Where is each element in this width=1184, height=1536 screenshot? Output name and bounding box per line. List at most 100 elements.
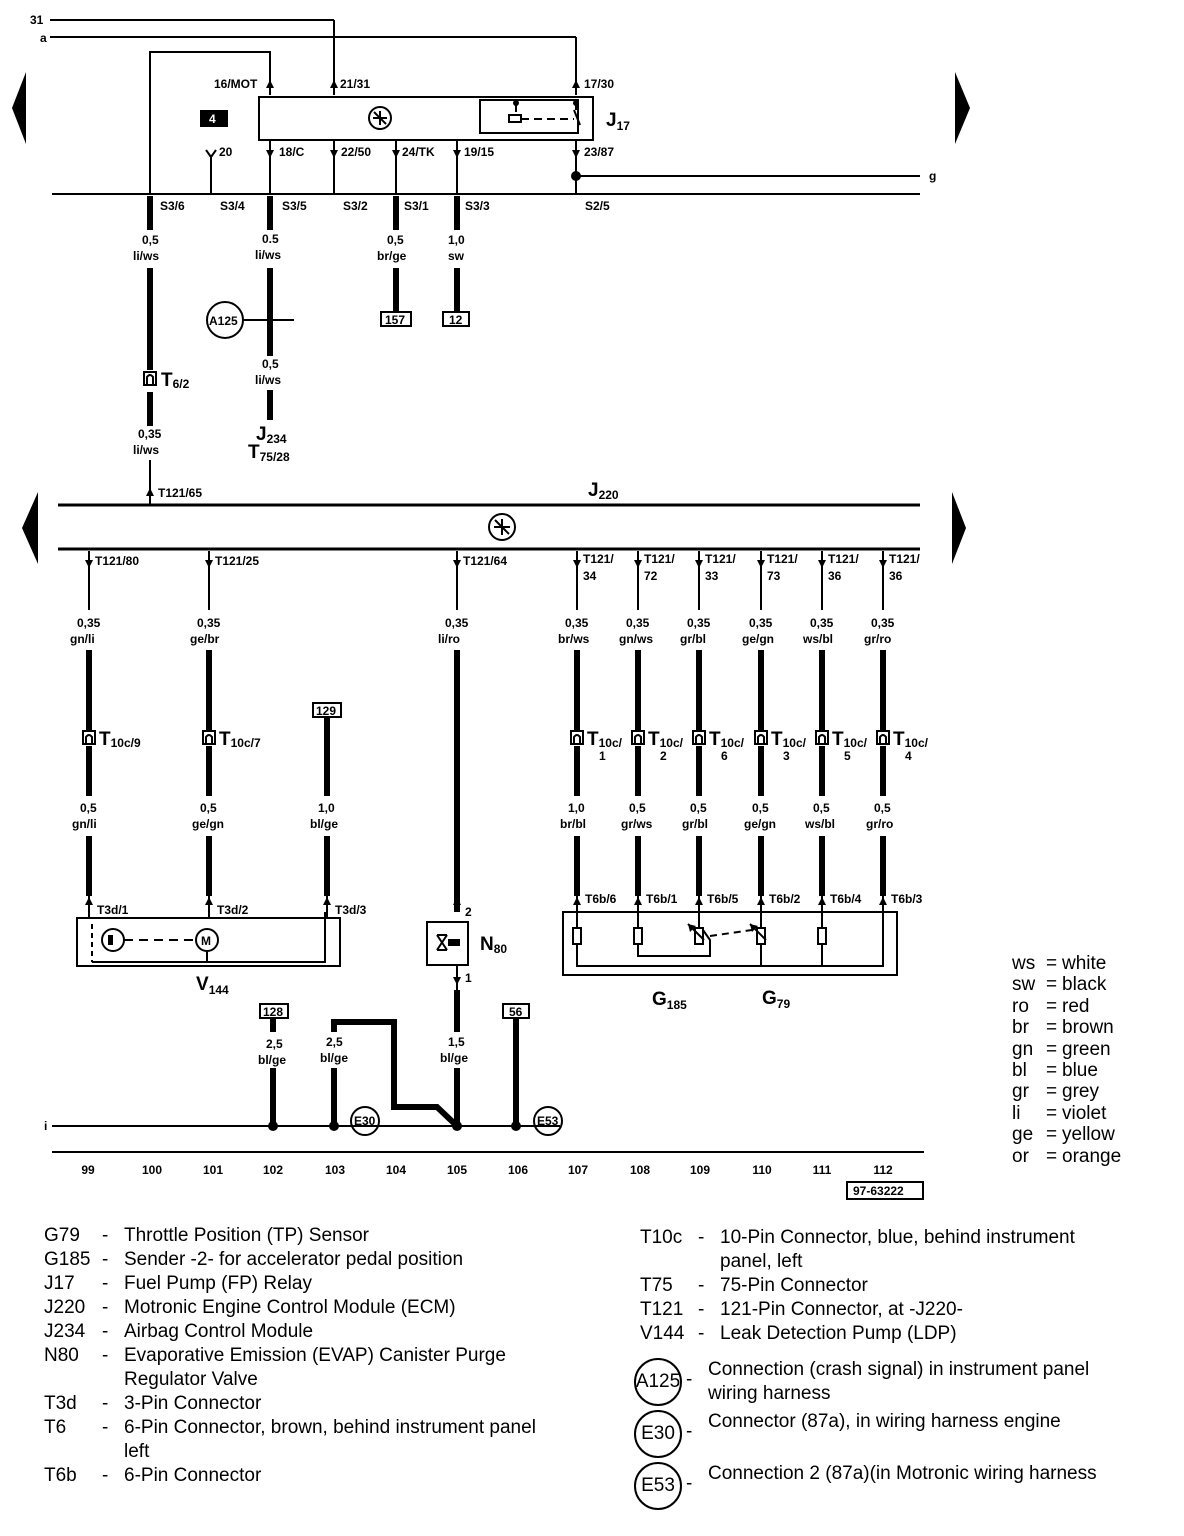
wire-mid-color-2: li/ro xyxy=(438,632,460,646)
legend-code: G185 xyxy=(44,1249,91,1270)
color-abbr: ge xyxy=(1012,1124,1034,1146)
wire-n80-size: 1,5 xyxy=(448,1035,465,1049)
pin-t121-65: T121/65 xyxy=(158,486,202,500)
color-name: brown xyxy=(1062,1017,1114,1039)
pin-T121--6: T121/ xyxy=(767,552,798,566)
e30-connector-icon xyxy=(350,1106,380,1136)
prev-page-arrow-lower-icon[interactable] xyxy=(22,492,38,564)
wire-low-size-5: 0,5 xyxy=(690,801,707,815)
color-abbr: or xyxy=(1012,1145,1029,1167)
pin-T121--5: T121/ xyxy=(705,552,736,566)
equals-sign: = xyxy=(1046,995,1058,1017)
wire-s36-color: li/ws xyxy=(133,249,159,263)
legend-row: T10c-10-Pin Connector, blue, behind inst… xyxy=(640,1226,1180,1274)
pin-18-c: 18/C xyxy=(279,145,305,159)
t10c-pin-6: 5 xyxy=(844,749,851,763)
t10c-pin-3: 2 xyxy=(660,749,667,763)
pin-line2-5: 33 xyxy=(705,569,719,583)
track-105: 105 xyxy=(447,1163,467,1177)
color-legend-row: ge =yellow xyxy=(1012,1124,1121,1145)
wire-low-color-1: ge/gn xyxy=(192,817,224,831)
ref-129-box xyxy=(312,702,342,718)
pin-T121-64-2: T121/64 xyxy=(463,554,507,568)
legend-description: Connector (87a), in wiring harness engin… xyxy=(708,1411,1061,1432)
color-name: yellow xyxy=(1062,1124,1115,1146)
legend-description: Motronic Engine Control Module (ECM) xyxy=(124,1297,456,1318)
track-102: 102 xyxy=(263,1163,283,1177)
t10c-label-5: T10c/ xyxy=(771,729,807,750)
g185-label: G185 xyxy=(652,989,687,1012)
wire-low-color-5: gr/bl xyxy=(682,817,708,831)
wire-low-size-3: 1,0 xyxy=(568,801,585,815)
pin-T121--4: T121/ xyxy=(644,552,675,566)
legend-dash: - xyxy=(102,1321,109,1342)
t10c-connector-icon xyxy=(815,730,829,745)
t10c-label-6: T10c/ xyxy=(832,729,868,750)
ref-12-box xyxy=(442,311,470,327)
wire-low-size-2: 1,0 xyxy=(318,801,335,815)
legend-row: T3d-3-Pin Connector xyxy=(44,1392,604,1416)
wire-mot-loop xyxy=(149,51,271,193)
track-111: 111 xyxy=(813,1163,832,1177)
ref-128-box xyxy=(259,1003,289,1019)
wire-low-color-0: gn/li xyxy=(72,817,97,831)
t10c-label-4: T10c/ xyxy=(709,729,745,750)
next-page-arrow-lower-icon[interactable] xyxy=(952,492,966,564)
wire-low-color-7: ws/bl xyxy=(804,817,835,831)
wire-t121-65-color: li/ws xyxy=(133,443,159,457)
track-106: 106 xyxy=(508,1163,528,1177)
ground-i-label: i xyxy=(44,1119,47,1133)
t10c-connector-icon xyxy=(82,730,96,745)
track-103: 103 xyxy=(325,1163,345,1177)
j234-label: J234 xyxy=(256,424,287,446)
legend-row: T121-121-Pin Connector, at -J220- xyxy=(640,1298,1180,1322)
legend-row: J220-Motronic Engine Control Module (ECM… xyxy=(44,1296,604,1320)
color-abbr: ro xyxy=(1012,995,1029,1017)
legend-description: 121-Pin Connector, at -J220- xyxy=(720,1299,963,1320)
legend-dash: - xyxy=(102,1465,109,1486)
rail-g-label: g xyxy=(929,169,936,183)
wire-s33-size: 1,0 xyxy=(448,233,465,247)
color-legend-row: ro=red xyxy=(1012,996,1121,1017)
legend-row: A125-Connection (crash signal) in instru… xyxy=(634,1358,1180,1406)
track-109: 109 xyxy=(690,1163,710,1177)
pin-20: 20 xyxy=(219,145,233,159)
svg-text:129: 129 xyxy=(316,704,336,718)
pin-23-87: 23/87 xyxy=(584,145,614,159)
equals-sign: = xyxy=(1046,974,1058,996)
wire-j234-size: 0,5 xyxy=(262,357,279,371)
prev-page-arrow-icon[interactable] xyxy=(12,72,26,144)
t10c-label-7: T10c/ xyxy=(893,729,929,750)
pin-line2-6: 73 xyxy=(767,569,781,583)
j220-pins: T121/800,35gn/liT121/250,35ge/brT121/640… xyxy=(70,551,929,918)
pin-22-50: 22/50 xyxy=(341,145,371,159)
equals-sign: = xyxy=(1046,1124,1058,1146)
t3d-pin-2: T3d/2 xyxy=(217,903,249,917)
legend-dash: - xyxy=(698,1299,705,1320)
wire-low-size-4: 0,5 xyxy=(629,801,646,815)
pin-line2-8: 36 xyxy=(889,569,903,583)
t10c-pin-7: 4 xyxy=(905,749,912,763)
wire-mid-size-0: 0,35 xyxy=(77,616,101,630)
next-page-arrow-icon[interactable] xyxy=(955,72,970,144)
wire-103-size: 2,5 xyxy=(326,1035,343,1049)
color-abbr: bl xyxy=(1012,1060,1027,1082)
legend-dash: - xyxy=(102,1417,109,1438)
wire-103-color: bl/ge xyxy=(320,1051,348,1065)
color-abbr: br xyxy=(1012,1017,1029,1039)
t6b-pin-3: T6b/2 xyxy=(769,892,801,906)
legend-dash: - xyxy=(686,1369,693,1390)
track-100: 100 xyxy=(142,1163,162,1177)
n80-valve-box xyxy=(426,921,469,966)
track-101: 101 xyxy=(203,1163,223,1177)
svg-text:E53: E53 xyxy=(537,1114,559,1128)
legend-row: E53-Connection 2 (87a)(in Motronic wirin… xyxy=(634,1462,1180,1510)
j17-label: J17 xyxy=(606,110,630,133)
color-legend-row: li=violet xyxy=(1012,1103,1121,1124)
j17-relay-box xyxy=(258,96,594,141)
v144-label: V144 xyxy=(196,974,229,997)
color-abbr: gr xyxy=(1012,1081,1029,1103)
legend-description: 6-Pin Connector, brown, behind instrumen… xyxy=(124,1417,536,1462)
